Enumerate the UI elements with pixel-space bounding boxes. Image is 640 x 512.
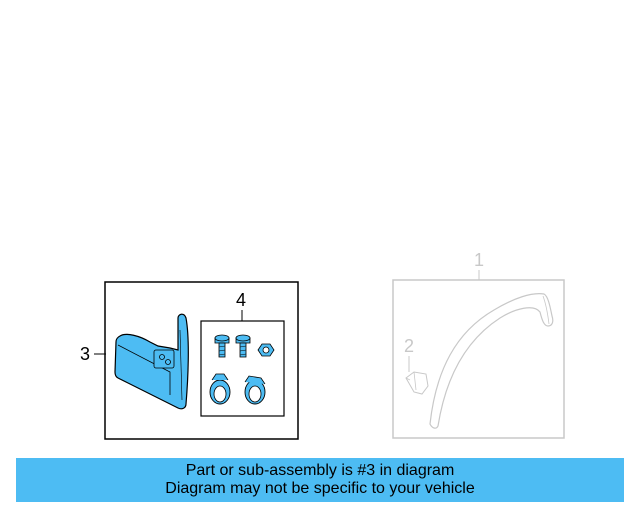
callout-2-label[interactable]: 2 <box>404 336 414 356</box>
fender-flare-part <box>429 293 554 429</box>
assembly-3-box[interactable] <box>104 281 299 440</box>
info-banner: Part or sub-assembly is #3 in diagram Di… <box>16 458 624 502</box>
mud-flap-part[interactable] <box>114 313 189 410</box>
callout-1-label[interactable]: 1 <box>474 250 484 270</box>
hardware-screws <box>214 334 275 358</box>
callout-4-label[interactable]: 4 <box>236 290 246 310</box>
assembly-1-box[interactable] <box>392 279 565 439</box>
callout-3-label[interactable]: 3 <box>80 344 90 364</box>
retainer-clip-part <box>405 371 429 395</box>
hardware-clips <box>209 373 266 405</box>
banner-line-2: Diagram may not be specific to your vehi… <box>165 480 475 497</box>
banner-line-1: Part or sub-assembly is #3 in diagram <box>185 462 455 479</box>
